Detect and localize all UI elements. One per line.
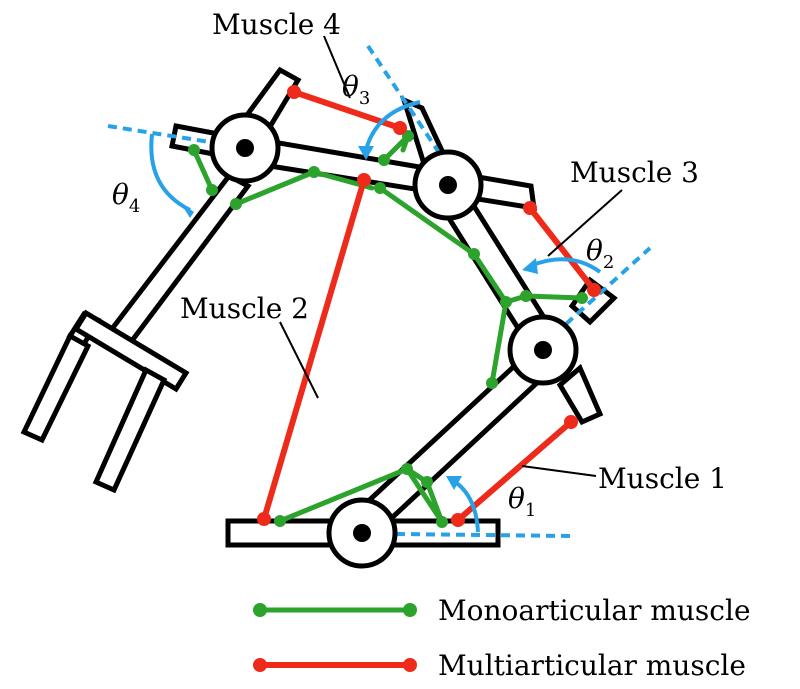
legend-multi-label: Multiarticular muscle: [438, 649, 746, 682]
joint-base: [326, 497, 398, 569]
mono-muscles: [188, 130, 588, 528]
muscle-1-label: Muscle 1: [598, 462, 727, 495]
muscle-2-line: [261, 177, 367, 522]
muscle-4-label: Muscle 4: [212, 8, 341, 41]
theta4-arc: [149, 133, 191, 212]
theta2-label: θ2: [586, 234, 614, 273]
theta1-label: θ1: [508, 482, 536, 521]
legend-multi: Multiarticular muscle: [253, 649, 746, 682]
legend: Monoarticular muscle Multiarticular musc…: [253, 594, 751, 682]
muscle-1-line: [455, 419, 574, 523]
theta3-arc: [364, 100, 421, 151]
mono-muscle-joint4b: [191, 147, 215, 193]
theta2-arc: [529, 257, 602, 274]
legend-mono: Monoarticular muscle: [253, 594, 751, 627]
theta4-label: θ4: [112, 178, 140, 217]
leader-lines: [279, 35, 623, 477]
mono-muscle-joint2b: [523, 293, 585, 301]
angle-arcs: [149, 100, 602, 533]
joint-2: [507, 314, 579, 386]
muscle-2-label: Muscle 2: [180, 292, 309, 325]
joint-4: [209, 112, 281, 184]
muscle-3-line: [527, 205, 597, 293]
multi-muscles: [257, 85, 601, 527]
joint-3: [412, 149, 484, 221]
theta3-label: θ3: [342, 70, 370, 109]
reference-lines: [107, 44, 652, 538]
gripper: [20, 309, 190, 494]
legend-mono-label: Monoarticular muscle: [438, 594, 751, 627]
muscle-3-label: Muscle 3: [570, 156, 699, 189]
